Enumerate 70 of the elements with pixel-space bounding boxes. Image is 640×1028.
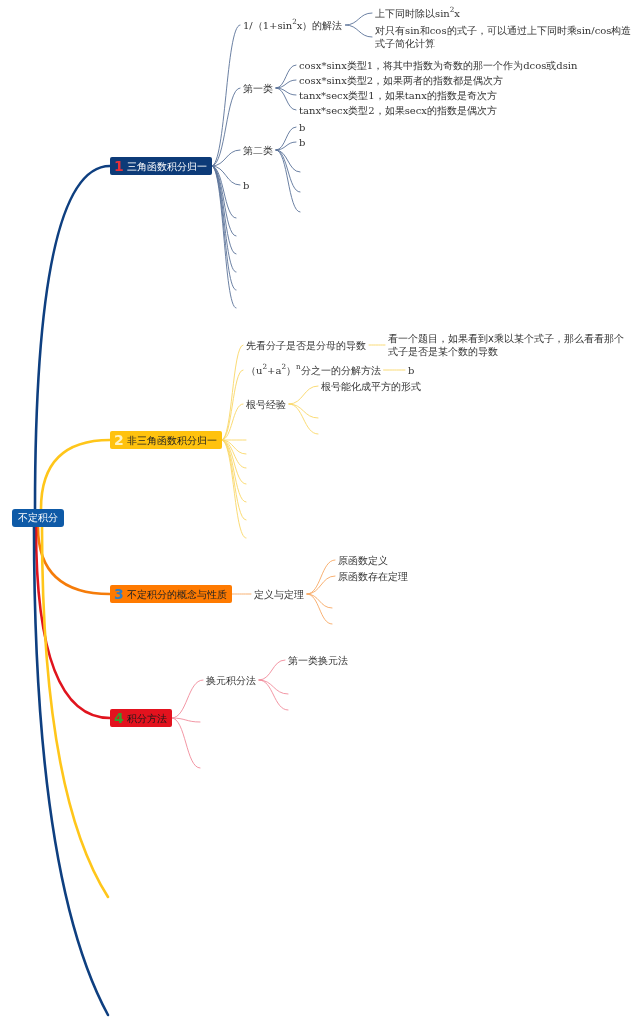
branch-topic-box (110, 157, 212, 175)
branch-topic-box (110, 709, 172, 727)
branch-title: 三角函数积分归一 (126, 159, 207, 173)
branch-line (211, 165, 237, 219)
branch-line (275, 149, 301, 213)
branch-line (221, 403, 244, 441)
central-topic: 不定积分 (12, 509, 64, 527)
branch-line (221, 439, 247, 485)
branch-number: 3 (114, 586, 124, 602)
note-text: tanx*secx类型2，如果secx的指数是偶次方 (296, 103, 500, 117)
subtopic-text: 先看分子是否是分母的导数 (243, 338, 369, 352)
branch-line (288, 403, 319, 435)
note-text: b (240, 178, 253, 192)
branch-line (211, 24, 241, 167)
branch-line (34, 525, 112, 720)
note-text: 对只有sin和cos的式子，可以通过上下同时乘sin/cos构造式子简化计算 (372, 24, 636, 50)
branch-line (231, 593, 252, 595)
note-text: tanx*secx类型1，如果tanx的指数是奇次方 (296, 88, 500, 102)
subtopic-text: 原函数存在定理 (335, 569, 411, 583)
branch-line (258, 679, 289, 711)
branch-line (368, 344, 386, 346)
branch-line (275, 79, 297, 89)
branch-number: 4 (114, 710, 124, 726)
subtopic-text: 第一类 (240, 81, 276, 95)
note-text: b (296, 135, 309, 149)
branch-line (211, 87, 241, 167)
note-text: b (296, 120, 309, 134)
branch-line (33, 164, 112, 511)
branch-line (258, 659, 286, 681)
branch-line (171, 679, 204, 719)
subtopic-text: 第二类 (240, 143, 276, 157)
note-text: cosx*sinx类型2，如果两者的指数都是偶次方 (296, 73, 507, 87)
branch-line (171, 717, 201, 769)
note-text: b (405, 363, 418, 377)
branch-topic-box (110, 585, 232, 603)
note-text: 上下同时除以sin$^{2}$x (372, 6, 463, 20)
branch-number: 2 (114, 432, 124, 448)
branch-line (221, 369, 244, 441)
subtopic-text: 定义与定理 (251, 587, 307, 601)
subtopic-text: 根号能化成平方的形式 (318, 379, 424, 393)
note-text: 1/（1+sin$^{2}$x）的解法 (240, 18, 346, 32)
branch-line (221, 439, 247, 539)
branch-line (345, 12, 373, 26)
branch-line (211, 149, 241, 167)
branch-line (383, 369, 406, 371)
branch-line (306, 593, 333, 625)
branch-title: 积分方法 (126, 711, 167, 725)
branch-line (345, 24, 373, 38)
note-text: cosx*sinx类型1，将其中指数为奇数的那一个作为dcos或dsin (296, 58, 581, 72)
branch-line (211, 165, 241, 186)
branch-line (288, 385, 319, 405)
subtopic-text: 换元积分法 (203, 673, 259, 687)
subtopic-text: 根号经验 (243, 397, 289, 411)
subtopic-text: 看一个题目，如果看到x乘以某个式子，那么看看那个式子是否是某个数的导数 (385, 332, 636, 358)
branch-line (40, 525, 110, 899)
branch-title: 非三角函数积分归一 (126, 433, 217, 447)
branch-line (275, 141, 297, 151)
branch-line (275, 87, 297, 111)
branch-line (221, 439, 247, 441)
branch-line (32, 525, 110, 1017)
subtopic-text: 原函数定义 (335, 553, 391, 567)
branch-topic-box (110, 431, 222, 449)
branch-title: 不定积分的概念与性质 (126, 587, 227, 601)
branch-line (306, 575, 336, 595)
branch-line (39, 438, 112, 511)
note-text: （u$^{2}$+a$^{2}$）$^{n}$分之一的分解方法 (243, 363, 384, 377)
branch-line (36, 525, 112, 596)
branch-line (171, 717, 201, 723)
subtopic-text: 第一类换元法 (285, 653, 351, 667)
branch-number: 1 (114, 158, 124, 174)
